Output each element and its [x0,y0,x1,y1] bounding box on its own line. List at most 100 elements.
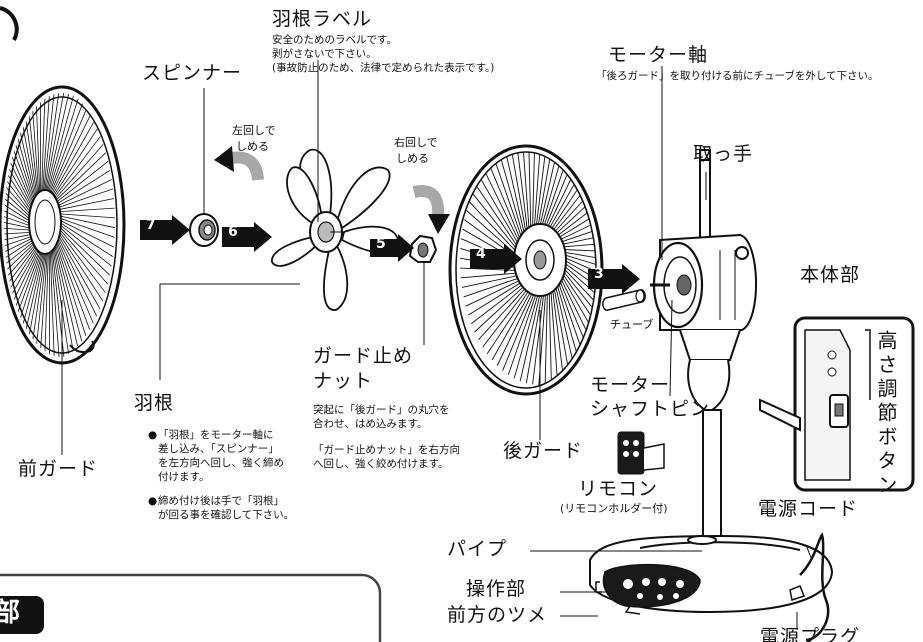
right-arrow-icon [588,264,640,294]
guard-wire [460,272,518,279]
guard-wire [4,237,34,265]
power-plug-label: 電源プラグ [760,626,861,642]
guard-nut-note-3: 「ガード止めナット」を右方向 [313,444,460,456]
guard-wire [4,196,32,225]
guard-wire [556,195,596,237]
guard-nut-label-1: ガード止め [313,345,414,367]
section-circle-icon [0,6,19,41]
guard-wire [491,291,532,361]
turn-right-label-2: しめる [396,152,429,165]
guard-wire [561,232,596,246]
guard-wire [533,152,542,227]
blade-label-note-2: 剥がさないで下さい。 [272,48,377,60]
guard-wire [41,93,46,193]
blade-note-4: 付けます。 [158,471,210,483]
step-6-arrow: 6 [222,222,272,256]
tube-label: チューブ [610,318,654,331]
guard-nut-note-2: 合わせ、はめ込みます。 [313,418,428,430]
fan-blade-illustration [271,148,399,311]
guard-wire [510,152,527,233]
guard-wire [507,293,537,375]
guard-wire [553,287,570,377]
guard-wire [470,283,524,325]
guard-wire [4,159,32,217]
step-5-arrow: 5 [370,234,414,266]
guard-wire [56,169,111,205]
bullet-icon: ● [148,429,158,441]
guard-wire [58,217,115,238]
spinner-label: スピンナー [142,62,243,84]
turn-left-label-2: しめる [236,140,269,153]
guard-wire [4,235,33,256]
guard-wire [532,152,536,228]
guard-wire [58,221,114,257]
guard-wire [4,240,35,283]
right-arrow-icon [370,234,414,262]
guard-wire [4,242,36,292]
guard-wire [57,188,114,209]
guard-wire [52,246,69,354]
rotate-left-arrow-icon [214,146,264,181]
blade-note-2: 差し込み、「スピンナー」 [158,443,279,455]
guard-wire [55,161,109,204]
guard-wire [58,213,115,219]
blade-note-1: ●「羽根」をモーター軸に [148,429,274,441]
guard-wire [53,245,74,351]
spinner-illustration [189,213,219,247]
guard-wire [58,230,106,293]
guard-wire [468,201,517,253]
guard-wire [49,249,55,357]
guard-wire [519,293,541,382]
guard-wire [58,207,115,213]
guard-wire [52,128,98,198]
section-title-badge [0,596,44,634]
guard-wire [4,142,33,212]
guard-wire [544,292,548,385]
motor-shaft-pin-label-1: モーター [590,374,671,396]
guard-wire [57,235,98,317]
guard-wire [548,291,552,384]
tube-illustration [602,289,646,311]
motor-shaft-note: 「後ろガード」を取り付ける前にチューブを外して下さい。 [596,70,879,82]
rear-guard-label: 後ガード [503,440,584,462]
rotate-right-arrow-icon [412,185,450,234]
main-body-detail-inset [759,316,915,492]
guard-wire [537,152,555,227]
guard-wire [461,274,519,288]
guard-wire [54,152,107,202]
right-arrow-icon [140,215,190,245]
guard-wire [4,151,32,214]
guard-wire [56,179,112,207]
guard-wire [504,152,525,235]
guard-wire [550,290,559,382]
pipe-label: パイプ [447,538,508,560]
front-tab-label: 前方のツメ [447,604,548,626]
guard-wire [44,93,61,193]
guard-wire [513,293,539,379]
height-adjust-button-label: 高さ調節ボタン [874,330,898,498]
guard-wire [53,136,101,199]
guard-wire [57,232,104,302]
guard-wire [45,93,66,193]
blade-label-title: 羽根ラベル [272,8,373,30]
guard-wire [532,293,545,385]
guard-wire [486,290,530,355]
guard-wire [4,247,39,323]
control-panel-label: 操作部 [466,578,527,600]
guard-wire [528,152,532,229]
handle-label: 取っ手 [693,143,754,165]
guard-wire [56,237,94,324]
guard-wire [4,231,32,237]
guard-wire [515,152,528,232]
guard-wire [4,206,32,227]
guard-wire [552,288,565,380]
guard-wire [58,225,111,276]
power-cord-label: 電源コード [758,498,859,520]
guard-wire [48,103,83,194]
guard-wire [54,144,104,200]
guard-wire [58,215,116,229]
guard-wire [47,94,75,193]
guard-wire [562,241,596,248]
guard-wire [4,246,38,316]
